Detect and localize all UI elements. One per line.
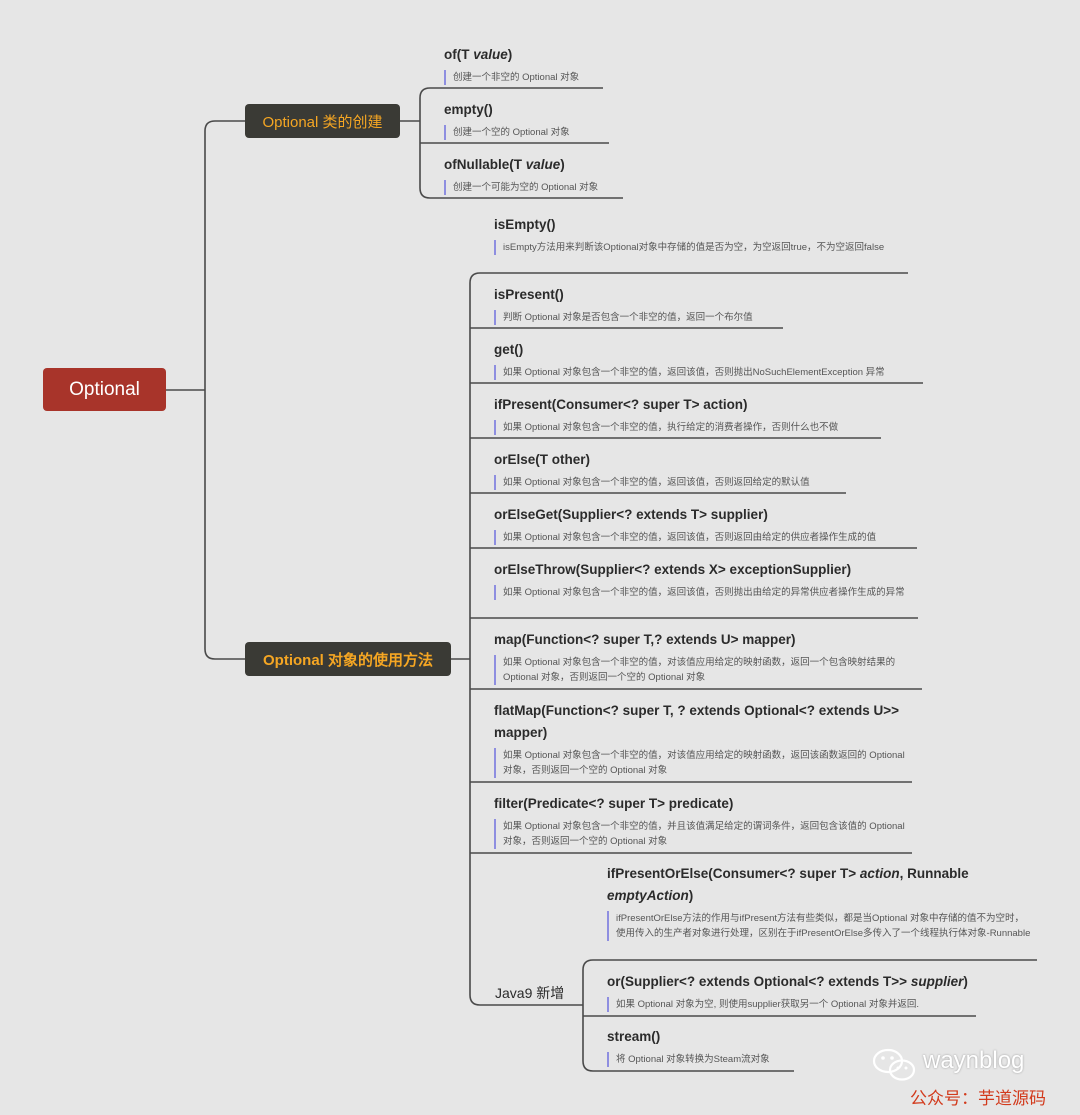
node-desc: 将 Optional 对象转换为Steam流对象: [607, 1052, 770, 1067]
node-stream: stream() 将 Optional 对象转换为Steam流对象: [607, 1026, 770, 1067]
watermark-text: waynblog: [923, 1047, 1025, 1074]
root-node: Optional: [43, 368, 166, 411]
branch-creation-label: Optional 类的创建: [262, 113, 383, 131]
node-title: isPresent(): [494, 287, 564, 302]
node-desc: isEmpty方法用来判断该Optional对象中存储的值是否为空，为空返回tr…: [494, 240, 904, 255]
node-desc: 创建一个非空的 Optional 对象: [444, 70, 579, 85]
wechat-icon: [872, 1048, 916, 1081]
node-desc: 如果 Optional 对象包含一个非空的值，返回该值，否则返回给定的默认值: [494, 475, 810, 490]
node-title: ofNullable(T value): [444, 157, 565, 172]
node-map: map(Function<? super T,? extends U> mapp…: [494, 629, 914, 685]
node-desc: 如果 Optional 对象包含一个非空的值，返回该值，否则抛出NoSuchEl…: [494, 365, 885, 380]
node-flatmap: flatMap(Function<? super T, ? extends Op…: [494, 700, 909, 778]
account-label: 公众号：芋道源码: [910, 1089, 1046, 1108]
node-title: ifPresentOrElse(Consumer<? super T> acti…: [607, 866, 969, 903]
node-ofnullable: ofNullable(T value) 创建一个可能为空的 Optional 对…: [444, 154, 598, 195]
node-title: isEmpty(): [494, 217, 556, 232]
node-orelse: orElse(T other) 如果 Optional 对象包含一个非空的值，返…: [494, 449, 810, 490]
node-desc: 如果 Optional 对象包含一个非空的值，对该值应用给定的映射函数，返回一个…: [494, 655, 914, 685]
node-desc: 如果 Optional 对象包含一个非空的值，执行给定的消费者操作，否则什么也不…: [494, 420, 838, 435]
node-get: get() 如果 Optional 对象包含一个非空的值，返回该值，否则抛出No…: [494, 339, 885, 380]
node-desc: 如果 Optional 对象包含一个非空的值，并且该值满足给定的谓词条件，返回包…: [494, 819, 909, 849]
node-ifpresent: ifPresent(Consumer<? super T> action) 如果…: [494, 394, 838, 435]
node-of: of(T value) 创建一个非空的 Optional 对象: [444, 44, 579, 85]
node-title: ifPresent(Consumer<? super T> action): [494, 397, 748, 412]
node-title: flatMap(Function<? super T, ? extends Op…: [494, 703, 900, 740]
node-title: orElseThrow(Supplier<? extends X> except…: [494, 562, 852, 577]
node-title: filter(Predicate<? super T> predicate): [494, 796, 734, 811]
node-ispresent: isPresent() 判断 Optional 对象是否包含一个非空的值，返回一…: [494, 284, 753, 325]
node-desc: 如果 Optional 对象包含一个非空的值，对该值应用给定的映射函数，返回该函…: [494, 748, 909, 778]
branch-creation: Optional 类的创建: [245, 104, 400, 138]
node-ifpresentorelse: ifPresentOrElse(Consumer<? super T> acti…: [607, 863, 1032, 941]
node-desc: 创建一个空的 Optional 对象: [444, 125, 570, 140]
node-orelseget: orElseGet(Supplier<? extends T> supplier…: [494, 504, 876, 545]
node-desc: ifPresentOrElse方法的作用与ifPresent方法有些类似，都是当…: [607, 911, 1032, 941]
node-title: or(Supplier<? extends Optional<? extends…: [607, 974, 968, 989]
node-title: orElseGet(Supplier<? extends T> supplier…: [494, 507, 768, 522]
node-title: orElse(T other): [494, 452, 591, 467]
node-title: empty(): [444, 102, 493, 117]
node-title: map(Function<? super T,? extends U> mapp…: [494, 632, 796, 647]
node-desc: 如果 Optional 对象为空, 则使用supplier获取另一个 Optio…: [607, 997, 968, 1012]
java9-label: Java9 新增: [495, 985, 565, 1001]
node-desc: 如果 Optional 对象包含一个非空的值，返回该值，否则返回由给定的供应者操…: [494, 530, 876, 545]
node-empty: empty() 创建一个空的 Optional 对象: [444, 99, 570, 140]
root-label: Optional: [69, 378, 140, 400]
node-title: of(T value): [444, 47, 513, 62]
node-or: or(Supplier<? extends Optional<? extends…: [607, 971, 968, 1012]
branch-usage-label: Optional 对象的使用方法: [263, 651, 433, 669]
node-isempty: isEmpty() isEmpty方法用来判断该Optional对象中存储的值是…: [494, 214, 904, 255]
node-title: get(): [494, 342, 524, 357]
branch-usage: Optional 对象的使用方法: [245, 642, 451, 676]
node-filter: filter(Predicate<? super T> predicate) 如…: [494, 793, 909, 849]
node-desc: 创建一个可能为空的 Optional 对象: [444, 180, 598, 195]
node-desc: 判断 Optional 对象是否包含一个非空的值，返回一个布尔值: [494, 310, 753, 325]
node-title: stream(): [607, 1029, 661, 1044]
node-orelsethrow: orElseThrow(Supplier<? extends X> except…: [494, 559, 914, 600]
node-desc: 如果 Optional 对象包含一个非空的值，返回该值，否则抛出由给定的异常供应…: [494, 585, 914, 600]
